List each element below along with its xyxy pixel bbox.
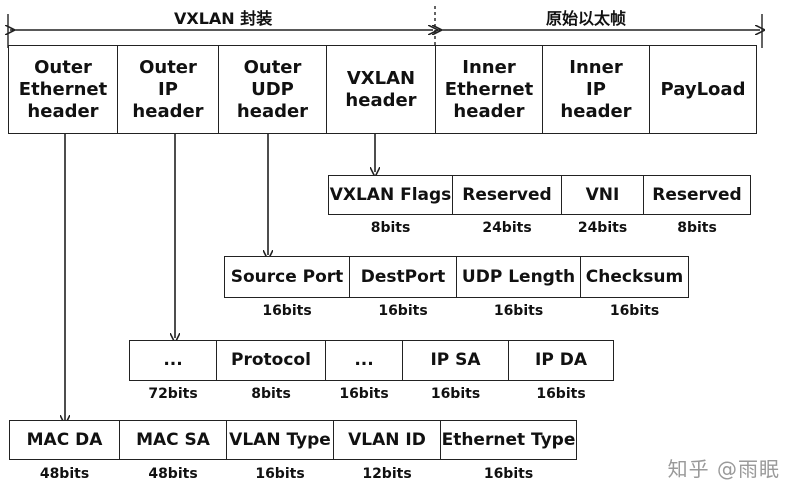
inner-ethernet-header-field: Inner Ethernet header	[435, 45, 543, 134]
vlan-id-bits: 12bits	[362, 466, 412, 482]
vni-bits: 24bits	[577, 220, 628, 236]
ip-da-field: IP DA	[508, 340, 614, 381]
ip-da-bits: 16bits	[536, 386, 586, 402]
protocol-field: Protocol	[216, 340, 326, 381]
checksum-bits: 16bits	[609, 303, 660, 319]
ip-ellipsis-2-bits: 16bits	[339, 386, 389, 402]
source-port-bits: 16bits	[262, 303, 312, 319]
ip-sa-field: IP SA	[402, 340, 509, 381]
ip-sa-bits: 16bits	[430, 386, 481, 402]
inner-ip-header-field: Inner IP header	[542, 45, 650, 134]
dest-port-field: DestPort	[349, 256, 457, 298]
ip-ellipsis-1-bits: 72bits	[148, 386, 198, 402]
mac-sa-field: MAC SA	[119, 420, 227, 460]
vxlan-encap-label: VXLAN 封装	[168, 5, 279, 29]
vlan-type-field: VLAN Type	[226, 420, 334, 460]
vxlan-header-field: VXLAN header	[326, 45, 436, 134]
outer-ethernet-header-field: Outer Ethernet header	[8, 45, 118, 134]
vxlan-flags-bits: 8bits	[370, 220, 411, 236]
checksum-field: Checksum	[580, 256, 689, 298]
udp-length-field: UDP Length	[456, 256, 581, 298]
source-port-field: Source Port	[224, 256, 350, 298]
payload-field: PayLoad	[649, 45, 757, 134]
vxlan-reserved-2-bits: 8bits	[677, 220, 717, 236]
dest-port-bits: 16bits	[378, 303, 428, 319]
ip-ellipsis-1-field: ...	[129, 340, 217, 381]
watermark: 知乎 @雨眠	[667, 457, 780, 481]
vlan-id-field: VLAN ID	[333, 420, 441, 460]
outer-ip-header-field: Outer IP header	[117, 45, 219, 134]
mac-da-bits: 48bits	[39, 466, 90, 482]
vxlan-flags-field: VXLAN Flags	[328, 175, 453, 215]
ip-ellipsis-2-field: ...	[325, 340, 403, 381]
mac-sa-bits: 48bits	[148, 466, 198, 482]
outer-udp-header-field: Outer UDP header	[218, 45, 327, 134]
ethernet-type-bits: 16bits	[483, 466, 534, 482]
vxlan-reserved-2-field: Reserved	[643, 175, 751, 215]
vxlan-reserved-1-bits: 24bits	[482, 220, 532, 236]
protocol-bits: 8bits	[251, 386, 291, 402]
mac-da-field: MAC DA	[9, 420, 120, 460]
udp-length-bits: 16bits	[493, 303, 544, 319]
vlan-type-bits: 16bits	[255, 466, 305, 482]
original-frame-label: 原始以太帧	[540, 5, 633, 29]
vxlan-reserved-1-field: Reserved	[452, 175, 562, 215]
ethernet-type-field: Ethernet Type	[440, 420, 577, 460]
vni-field: VNI	[561, 175, 644, 215]
